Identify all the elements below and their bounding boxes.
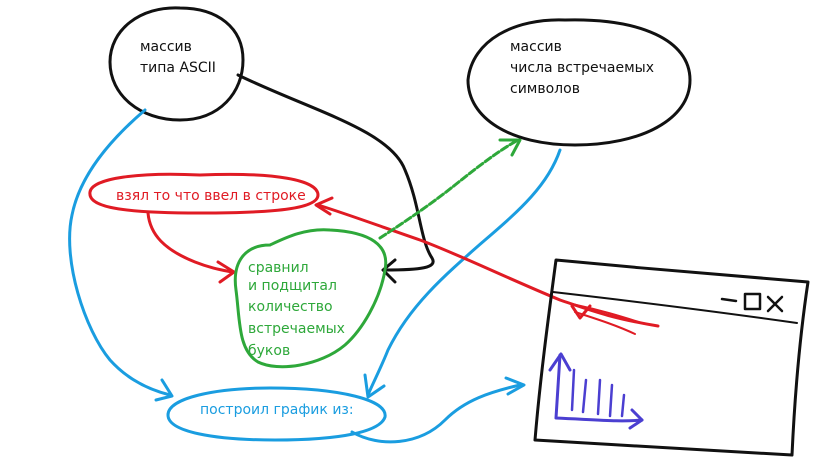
count-to-chart-arrowhead <box>363 373 386 399</box>
count-array-circle <box>466 18 692 147</box>
window-to-input-arrow <box>316 203 660 328</box>
window-frame <box>533 258 810 457</box>
ascii-to-compare-arrow <box>236 73 435 272</box>
input-to-compare-arrowhead <box>216 260 236 284</box>
window-titlebar-divider <box>552 291 798 324</box>
ascii-array-label-1: массив <box>140 39 192 55</box>
ascii-array-label-2: типа ASCII <box>140 60 216 76</box>
input-string-ellipse <box>88 172 320 215</box>
compare-count-label-4: встречаемых <box>248 321 345 337</box>
count-array-label-2: числа встречаемых <box>510 60 655 76</box>
count-array-label-3: символов <box>510 81 580 97</box>
window-minimize-icon <box>720 297 738 303</box>
window-red-squiggle <box>571 303 646 335</box>
compare-count-blob <box>233 228 388 369</box>
build-chart-label: построил график из: <box>200 402 354 418</box>
count-to-chart-arrow <box>366 148 562 397</box>
ascii-to-chart-arrowhead <box>154 378 174 402</box>
chart-node-ellipse <box>166 386 387 442</box>
ascii-array-circle <box>108 6 245 122</box>
window-close-icon <box>766 295 784 313</box>
input-to-window-arrowhead <box>570 304 592 320</box>
chart-to-window-arrowhead <box>504 376 526 396</box>
window-to-input-arrowhead <box>314 196 334 216</box>
compare-count-label-5: буков <box>248 343 291 359</box>
compare-count-label-2: и подщитал <box>248 278 337 294</box>
input-to-compare-arrow <box>146 211 234 274</box>
count-array-label-1: массив <box>510 39 562 55</box>
chart-icon <box>548 352 644 430</box>
compare-to-count-arrow <box>378 138 520 240</box>
window-maximize-icon <box>743 292 762 311</box>
compare-count-label-1: сравнил <box>248 260 309 276</box>
input-string-label: взял то что ввел в строке <box>116 188 306 204</box>
chart-to-window-arrow <box>350 383 522 444</box>
ascii-to-chart-arrow <box>68 108 172 397</box>
compare-to-count-arrowhead <box>498 138 522 157</box>
compare-count-label-3: количество <box>248 299 333 315</box>
ascii-to-compare-arrowhead <box>381 258 397 284</box>
